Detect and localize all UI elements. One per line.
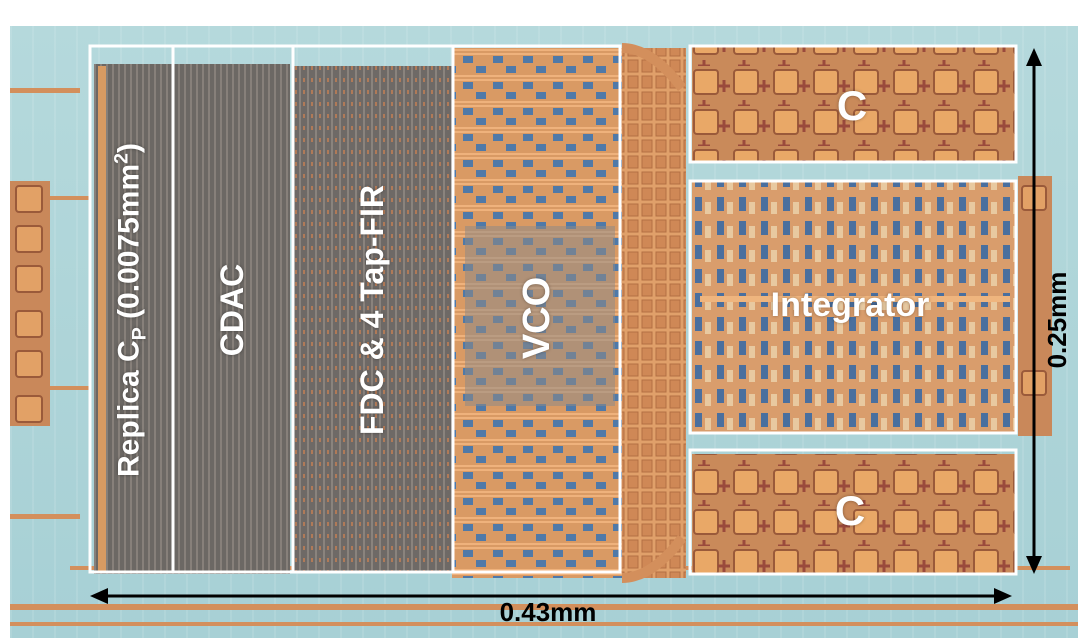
replica-cp-label: Replica CP (0.0075mm2) (110, 142, 151, 478)
capacitor-bottom-label: C (834, 487, 866, 534)
interconnect-grid (622, 48, 686, 578)
integrator-label: Integrator (770, 286, 930, 324)
fdc-fir-label: FDC & 4 Tap-FIR (354, 184, 390, 436)
cdac-label: CDAC (214, 263, 250, 357)
capacitor-bottom-array (692, 454, 1016, 574)
cdac-array (94, 64, 290, 574)
dimension-arrows (90, 48, 1042, 604)
io-pads (10, 181, 90, 426)
integrator-circuit (692, 181, 1016, 433)
capacitor-top-label: C (836, 82, 868, 129)
block-outlines (88, 44, 1018, 576)
vco-label: VCO (516, 276, 558, 360)
fdc-array (292, 66, 452, 571)
capacitor-top-array (692, 46, 1016, 162)
chip-micrograph (10, 26, 1078, 638)
height-dimension-label: 0.25mm (1042, 271, 1072, 369)
die-artwork (10, 43, 1078, 626)
width-dimension-label: 0.43mm (499, 597, 597, 627)
